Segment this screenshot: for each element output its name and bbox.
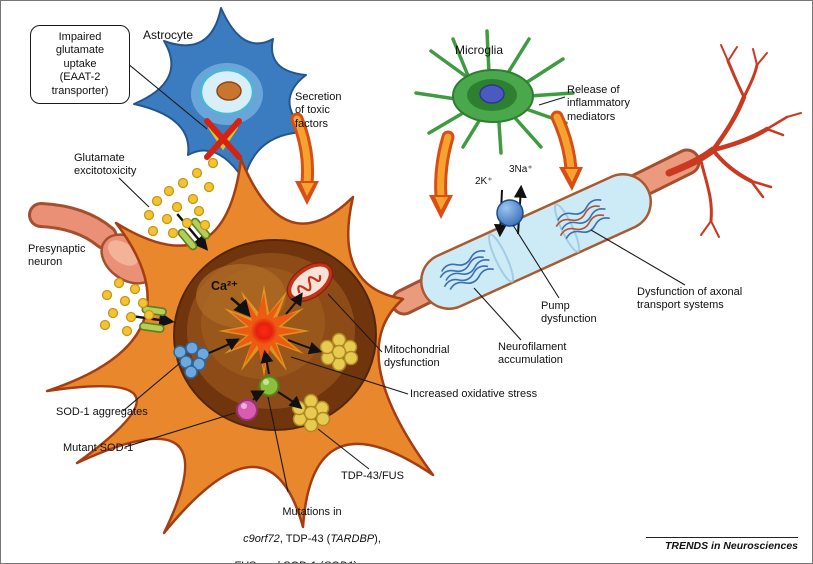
- caption-segment: , TDP-43 (: [279, 533, 331, 546]
- caption-gene-sod1: SOD1: [324, 560, 354, 563]
- myelin-sheath: [422, 175, 650, 308]
- callout-secretion-toxic-factors: Secretion of toxic factors: [295, 91, 342, 130]
- intracellular-arrows: [208, 292, 323, 410]
- motor-neuron: [45, 157, 435, 535]
- callout-axonal-transport-dysfunction: Dysfunction of axonal transport systems: [637, 286, 743, 312]
- pump-icon: [496, 199, 524, 227]
- caption-segment: ),: [374, 533, 381, 546]
- caption-gene-tardbp: TARDBP: [330, 533, 375, 546]
- mutations-caption: Mutations in c9orf72, TDP-43 (TARDBP), F…: [227, 493, 397, 563]
- glutamate-molecules: [99, 157, 219, 337]
- toxic-secretion-arrow: [290, 112, 319, 205]
- callout-mutant-sod1: Mutant SOD-1: [63, 442, 134, 454]
- axonal-transport-bundle: [555, 199, 610, 239]
- caption-segment: ) genes: [354, 560, 391, 563]
- axon-terminal: [665, 44, 802, 238]
- red-x-icon: [204, 118, 242, 160]
- astrocyte-label: Astrocyte: [143, 28, 194, 42]
- sodium-label: 3Na⁺: [509, 164, 533, 175]
- microglia-processes: [414, 29, 575, 155]
- potassium-label: 2K⁺: [475, 176, 493, 187]
- sodium-potassium-pump: [493, 184, 527, 238]
- callout-glutamate-excitotoxicity: Glutamate excitotoxicity: [74, 152, 137, 178]
- callout-leader-lines: [118, 62, 686, 493]
- glutamate-channel-icon: [176, 213, 211, 251]
- oxidative-stress-burst: [218, 285, 310, 377]
- microglia-nucleus: [479, 84, 505, 104]
- callout-impaired-glutamate-uptake: Impaired glutamate uptake (EAAT-2 transp…: [30, 25, 130, 105]
- callout-increased-oxidative-stress: Increased oxidative stress: [410, 388, 538, 400]
- callout-pump-dysfunction: Pump dysfunction: [541, 300, 597, 326]
- microglia-cell: [414, 29, 575, 155]
- callout-sod1-aggregates: SOD-1 aggregates: [56, 406, 148, 418]
- inflammatory-arrow-left: [429, 130, 455, 219]
- caption-segment: , and SOD-1 (: [256, 560, 324, 563]
- astrocyte-cell: [133, 7, 307, 181]
- callout-neurofilament-accumulation: Neurofilament accumulation: [498, 341, 567, 367]
- mutant-sod1-vesicle: [236, 399, 258, 421]
- sod1-aggregates-cluster: [173, 341, 210, 379]
- eaat2-transporter-blocked-icon: [204, 118, 242, 160]
- callout-release-inflammatory-mediators: Release of inflammatory mediators: [567, 84, 630, 123]
- calcium-label: Ca²⁺: [211, 279, 238, 293]
- inflammatory-arrow-right: [550, 110, 583, 191]
- presynaptic-neuron-label: Presynaptic neuron: [28, 243, 86, 269]
- mutant-gene-product-vesicle: [258, 375, 280, 397]
- caption-gene-fus: FUS: [234, 560, 256, 563]
- journal-credit: TRENDS in Neurosciences: [646, 537, 798, 552]
- microglia-label: Microglia: [455, 43, 504, 57]
- astrocyte-nucleus: [216, 81, 242, 101]
- caption-segment: Mutations in: [282, 506, 342, 519]
- callout-tdp43-fus: TDP-43/FUS: [341, 470, 404, 482]
- caption-gene-c9orf72: c9orf72: [243, 533, 280, 546]
- tdp43-fus-cluster-upper: [319, 332, 359, 372]
- axon: [390, 148, 701, 316]
- neurofilament-bundle: [439, 250, 494, 290]
- callout-mitochondrial-dysfunction: Mitochondrial dysfunction: [384, 344, 450, 370]
